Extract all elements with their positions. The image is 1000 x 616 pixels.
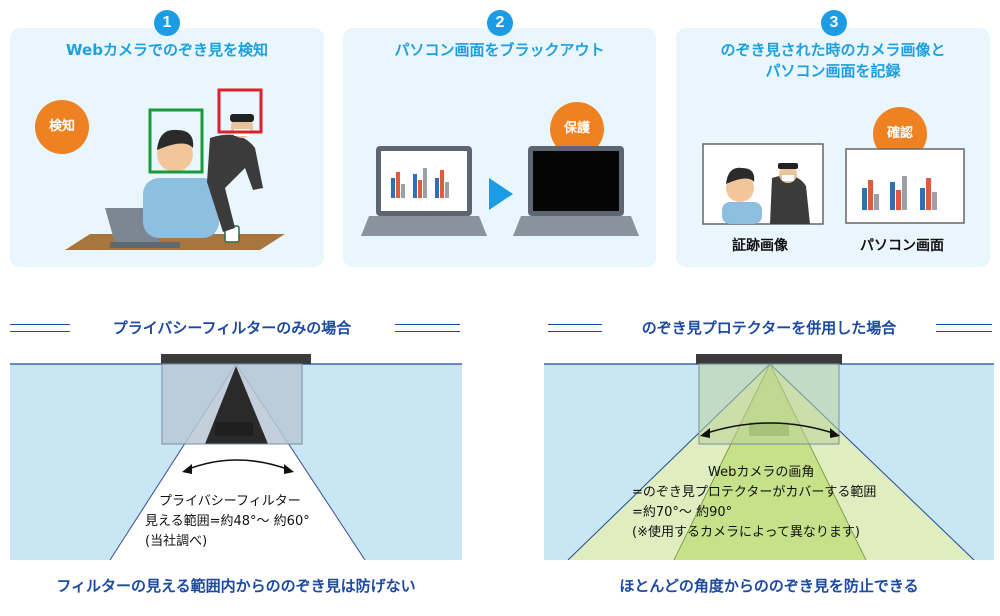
photo-man-hair (726, 167, 755, 184)
left-fov-line2: 見える範囲=約48°～ 約60° (145, 514, 310, 529)
step-3-title-line2: パソコン画面を記録 (765, 62, 901, 80)
man-hair (157, 129, 194, 150)
right-laptop-outline (698, 363, 840, 445)
left-fov-line1: プライバシーフィルター (159, 494, 301, 509)
monitor-bar (161, 354, 311, 364)
filter-only-diagram (10, 354, 462, 560)
right-arrow-icon (489, 178, 513, 210)
right-heading-rule-left (548, 324, 602, 332)
touchpad (215, 422, 253, 436)
step-3-title-line1: のぞき見された時のカメラ画像と (720, 41, 946, 59)
green-detect-box (148, 108, 204, 174)
step-2-title: パソコン画面をブラックアウト (394, 41, 605, 59)
camera-coverage-inner (674, 364, 866, 560)
right-fov-line2: =のぞき見プロテクターがカバーする範囲 (632, 485, 877, 500)
left-panel-caption: フィルターの見える範囲内からののぞき見は防げない (56, 577, 416, 595)
angle-arrow-right (284, 464, 294, 474)
right-heading-rule-right (936, 324, 992, 332)
fov-white-cone (110, 364, 365, 560)
step-1-card: Webカメラでのぞき見を検知 検知 (10, 28, 324, 267)
protector-diagram (544, 354, 994, 560)
photo-peeker-cap (778, 163, 798, 169)
right-angle-arrow-right (830, 428, 840, 438)
step-2-number: 2 (487, 10, 513, 36)
photo-man-body (722, 202, 762, 224)
laptop-keyboard (361, 216, 487, 236)
capture-chart (862, 176, 937, 210)
right-fov-line3: =約70°～ 約90° (632, 505, 733, 520)
right-panel-heading: のぞき見プロテクターを併用した場合 (641, 319, 897, 337)
left-heading-rule-left (10, 324, 70, 332)
step-3-card: のぞき見された時のカメラ画像と パソコン画面を記録 確認 証跡画像 パソコン画面 (676, 28, 990, 267)
man-body (143, 178, 219, 238)
detect-badge: 検知 (35, 100, 89, 154)
record-illustration (702, 143, 965, 225)
right-monitor-bar (696, 354, 842, 364)
red-detect-box (217, 88, 263, 134)
photo-peeker-mask (782, 175, 794, 181)
angle-arc (185, 459, 291, 471)
left-panel-heading: プライバシーフィルターのみの場合 (112, 319, 352, 337)
step-1-number: 1 (154, 10, 180, 36)
step-1-title: Webカメラでのぞき見を検知 (66, 41, 268, 59)
photo-peeker (770, 175, 810, 224)
mini-chart (391, 168, 449, 198)
evidence-caption: 証跡画像 (732, 238, 788, 254)
right-fov-line4: (※使用するカメラによって異なります) (632, 525, 860, 540)
left-fov-line3: (当社調べ) (145, 534, 208, 549)
left-fov-text: プライバシーフィルター 見える範囲=約48°～ 約60° (当社調べ) (145, 492, 310, 552)
right-angle-arc (703, 422, 837, 435)
left-heading-rule-right (395, 324, 460, 332)
right-panel-caption: ほとんどの角度からののぞき見を防止できる (619, 577, 919, 595)
step-2-card: パソコン画面をブラックアウト 保護 (343, 28, 656, 267)
right-angle-arrow-left (700, 428, 710, 438)
right-fov-line1: Webカメラの画角 (708, 465, 815, 480)
detection-illustration (65, 88, 285, 250)
peeker-cap (230, 114, 254, 122)
peeker-body (207, 134, 263, 232)
blackout-laptop-keyboard (513, 216, 639, 236)
screen-caption: パソコン画面 (860, 238, 944, 254)
laptop-base (110, 242, 180, 248)
step-3-number: 3 (821, 10, 847, 36)
right-fov-text: Webカメラの画角 =のぞき見プロテクターがカバーする範囲 =約70°～ 約90… (632, 463, 876, 543)
angle-arrow-left (182, 464, 192, 474)
blackout-illustration (361, 146, 639, 236)
blackout-screen (533, 151, 619, 211)
right-touchpad (749, 422, 789, 436)
laptop-outline (161, 363, 303, 445)
